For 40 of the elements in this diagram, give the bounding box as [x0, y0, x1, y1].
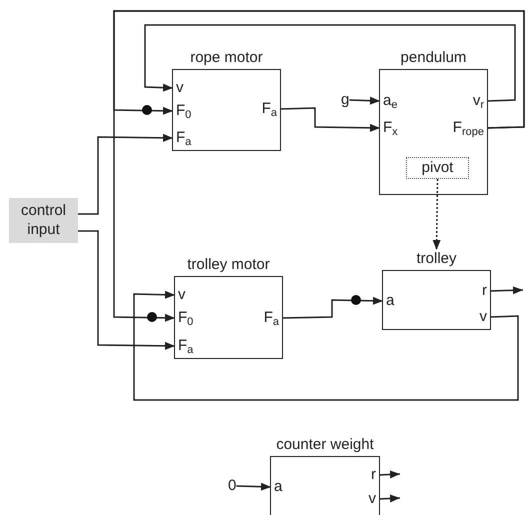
- port-label: F$_{a}$: [173, 129, 192, 147]
- port-label: a$_{e}$: [380, 92, 398, 110]
- signal-arrow: [282, 296, 384, 319]
- port-label: a: [383, 292, 394, 310]
- dashed-arrow: [432, 178, 441, 250]
- signal-arrow: [78, 230, 176, 350]
- port-label: F$_{rope}$: [452, 119, 487, 137]
- port-label: F$_{a}$: [264, 309, 282, 327]
- signal-arrow: [236, 482, 272, 491]
- port-label: F$_{a}$: [175, 337, 194, 355]
- port-label: F$_{a}$: [262, 100, 280, 118]
- pivot-box: pivot: [406, 157, 469, 179]
- port-label: r: [482, 282, 490, 300]
- block-title: trolley motor: [187, 256, 270, 275]
- input-box: control input: [9, 198, 78, 243]
- port-label: r: [371, 466, 379, 484]
- port-label: a: [271, 478, 282, 496]
- port-label: v$_{r}$: [472, 92, 487, 110]
- signal-arrow: [78, 134, 174, 215]
- block-title: rope motor: [190, 49, 263, 68]
- block-title: counter weight: [276, 436, 374, 455]
- block-title: trolley: [416, 250, 456, 269]
- signal-arrow: [280, 107, 380, 132]
- input-value: 0: [228, 477, 236, 495]
- port-label: F$_{0}$: [173, 102, 192, 120]
- signal-arrow: [349, 96, 380, 105]
- port-label: F$_{x}$: [380, 119, 398, 137]
- block-title: pendulum: [400, 49, 466, 68]
- port-label: v: [480, 308, 490, 326]
- input-value: g: [341, 91, 350, 109]
- signal-arrow: [113, 10, 525, 322]
- signal-arrow: [378, 470, 400, 478]
- signal-arrow: [133, 290, 519, 401]
- port-label: v: [173, 79, 184, 97]
- port-label: v: [175, 286, 186, 304]
- port-label: F$_{0}$: [175, 309, 194, 327]
- signal-arrow: [144, 24, 516, 102]
- signal-arrow: [490, 286, 524, 294]
- signal-arrow: [378, 494, 400, 502]
- port-label: v: [368, 490, 379, 508]
